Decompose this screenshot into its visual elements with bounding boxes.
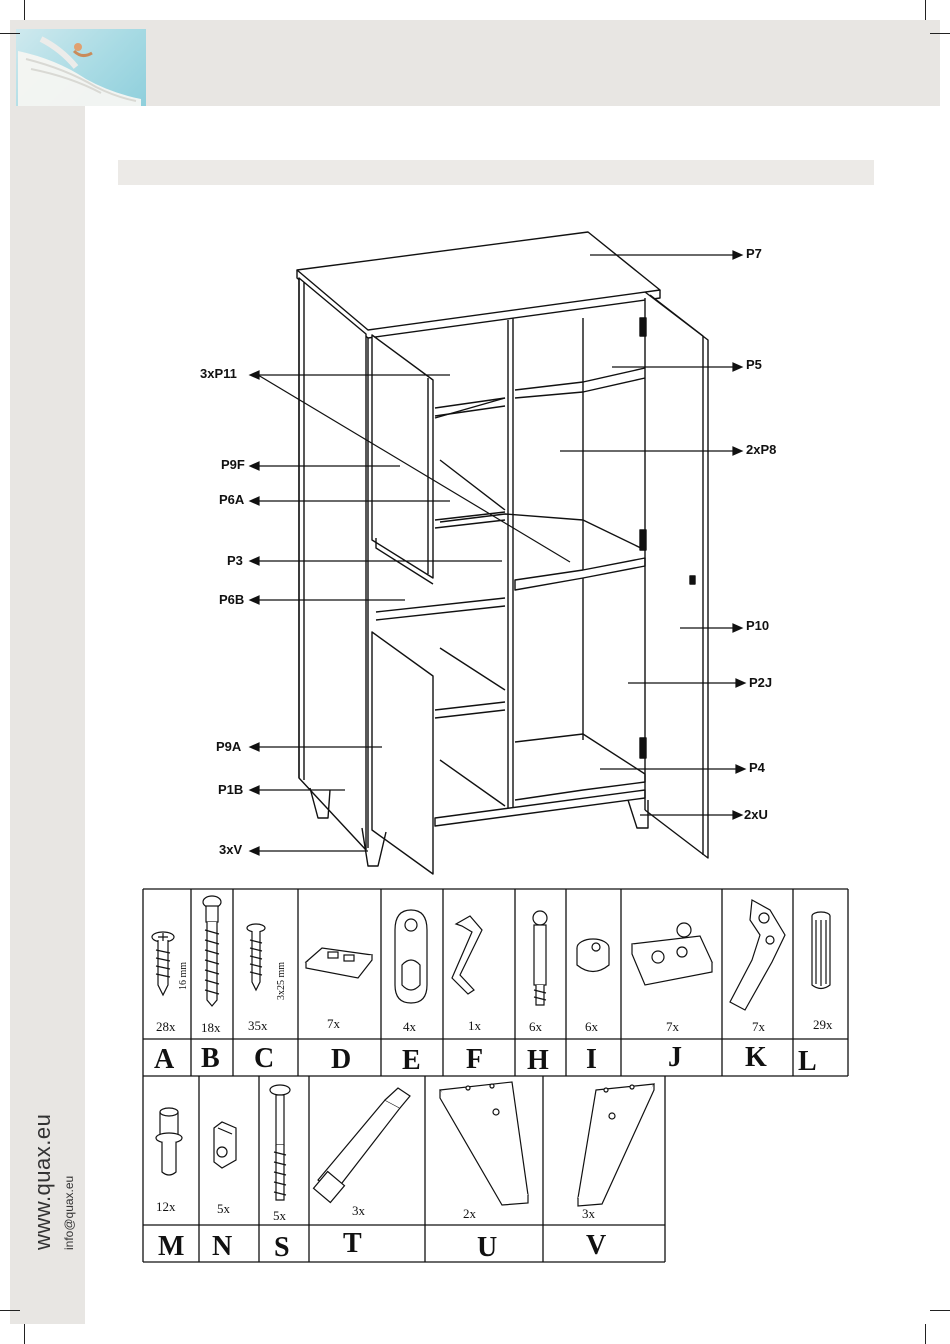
cam-bolt-h-icon bbox=[533, 911, 547, 1005]
count-h: 6x bbox=[529, 1019, 543, 1034]
count-f: 1x bbox=[468, 1018, 482, 1033]
letter-h: H bbox=[527, 1045, 549, 1076]
screw-c-icon bbox=[247, 924, 265, 990]
letter-a: A bbox=[154, 1044, 175, 1075]
wooden-dowel-l-icon bbox=[812, 912, 830, 989]
shelf-pin-m-icon bbox=[156, 1108, 182, 1175]
count-k: 7x bbox=[752, 1019, 766, 1034]
letter-j: J bbox=[668, 1042, 682, 1073]
screw-c-size: 3x25 mm bbox=[276, 962, 287, 1000]
count-u: 2x bbox=[463, 1206, 477, 1221]
connector-bolt-s-icon bbox=[270, 1085, 290, 1200]
count-s: 5x bbox=[273, 1208, 287, 1223]
letter-t: T bbox=[343, 1228, 362, 1259]
letter-v: V bbox=[586, 1230, 606, 1261]
allen-key-f-icon bbox=[452, 916, 482, 994]
letter-l: L bbox=[798, 1046, 817, 1077]
letter-m: M bbox=[158, 1231, 184, 1262]
screw-a-icon bbox=[152, 932, 174, 995]
letter-b: B bbox=[201, 1043, 220, 1074]
letter-e: E bbox=[402, 1045, 421, 1076]
count-a: 28x bbox=[156, 1019, 176, 1034]
count-b: 18x bbox=[201, 1020, 221, 1035]
count-n: 5x bbox=[217, 1201, 231, 1216]
letter-n: N bbox=[212, 1231, 232, 1262]
letter-s: S bbox=[274, 1232, 290, 1263]
furniture-leg-u-icon bbox=[440, 1082, 528, 1205]
shelf-clip-d-icon bbox=[306, 948, 372, 978]
cabinet-hinge-k-icon bbox=[730, 900, 785, 1010]
count-l: 29x bbox=[813, 1017, 833, 1032]
count-j: 7x bbox=[666, 1019, 680, 1034]
letter-u: U bbox=[477, 1232, 497, 1263]
barrel-nut-n-icon bbox=[214, 1122, 236, 1168]
count-i: 6x bbox=[585, 1019, 599, 1034]
cam-lock-i-icon bbox=[577, 939, 609, 972]
count-e: 4x bbox=[403, 1019, 417, 1034]
rail-bracket-e-icon bbox=[395, 910, 427, 1003]
count-v: 3x bbox=[582, 1206, 596, 1221]
count-m: 12x bbox=[156, 1199, 176, 1214]
letter-k: K bbox=[745, 1042, 767, 1073]
screw-b-icon bbox=[203, 896, 221, 1006]
push-latch-t-icon bbox=[314, 1088, 410, 1202]
letter-c: C bbox=[254, 1043, 274, 1074]
count-t: 3x bbox=[352, 1203, 366, 1218]
hinge-plate-j-icon bbox=[632, 923, 712, 985]
letter-f: F bbox=[466, 1044, 483, 1075]
letter-d: D bbox=[331, 1044, 351, 1075]
letter-i: I bbox=[586, 1044, 597, 1075]
furniture-leg-v-icon bbox=[578, 1084, 654, 1206]
count-d: 7x bbox=[327, 1016, 341, 1031]
screw-a-size: 16 mm bbox=[178, 962, 189, 990]
count-c: 35x bbox=[248, 1018, 268, 1033]
